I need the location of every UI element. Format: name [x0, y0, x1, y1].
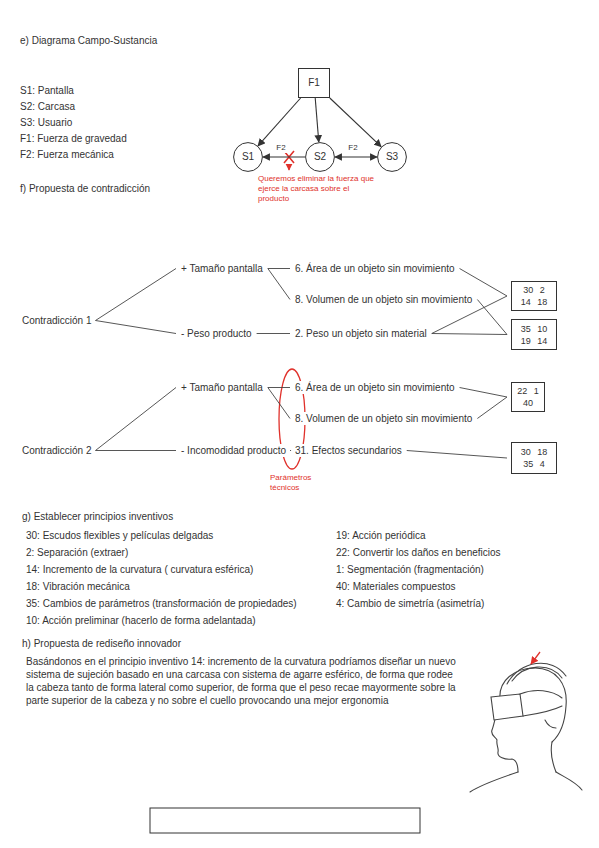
legend-note: F2: Fuerza mecánica	[20, 148, 114, 161]
tree-branch	[407, 451, 507, 459]
tree-branch	[268, 387, 290, 388]
principle-matrix-box: 30 1835 4	[511, 442, 557, 474]
node-text: 14 18	[521, 296, 548, 308]
tree-branch	[432, 334, 507, 335]
field-box: F1	[298, 68, 330, 98]
parameter-label: 8. Volumen de un objeto sin movimiento	[294, 293, 473, 306]
edge-label: F2	[275, 143, 286, 153]
section-heading: h) Propuesta de rediseño innovador	[22, 637, 181, 650]
circle-outline	[306, 143, 335, 172]
principle-item: 10: Acción preliminar (hacerlo de forma …	[26, 614, 256, 627]
empty-box	[150, 808, 420, 833]
tree-branch	[268, 269, 290, 300]
legend-note: S3: Usuario	[20, 116, 72, 129]
tree-branch	[95, 450, 176, 451]
force-arrow	[263, 156, 305, 157]
principle-item: 40: Materiales compuestos	[336, 580, 456, 593]
contradiction-label: Contradicción 1	[22, 314, 91, 327]
principle-item: 4: Cambio de simetría (asimetría)	[336, 597, 484, 610]
red-annotation: Parámetros técnicos	[270, 473, 340, 493]
principle-item: 22: Convertir los daños en beneficios	[336, 546, 501, 559]
section-heading: e) Diagrama Campo-Sustancia	[20, 34, 157, 47]
parameter-label: 8. Volumen de un objeto sin movimiento	[294, 412, 473, 425]
node-text: 22 1	[517, 385, 539, 397]
tree-branch	[257, 333, 290, 334]
red-pointer	[288, 164, 289, 170]
principle-item: 18: Vibración mecánica	[26, 580, 130, 593]
section-heading: g) Establecer principios inventivos	[22, 510, 173, 523]
node-text: 30 2	[523, 284, 545, 296]
substance-circle: S2	[305, 142, 335, 172]
tree-branch	[477, 300, 507, 335]
node-text: F1	[308, 77, 320, 89]
force-arrow	[258, 98, 301, 146]
substance-circle: S3	[377, 142, 407, 172]
section-heading: f) Propuesta de contradicción	[20, 182, 150, 195]
parameter-label: 2. Peso un objeto sin material	[294, 327, 428, 340]
tree-branch	[95, 388, 176, 451]
parameter-label: 6. Área de un objeto sin movimiento	[294, 381, 456, 394]
feature-label: + Tamaño pantalla	[180, 262, 264, 275]
force-arrow	[315, 98, 319, 142]
node-text: S3	[386, 151, 398, 163]
tree-branch	[460, 388, 507, 398]
node-text: 35 10	[521, 323, 548, 335]
legend-note: S2: Carcasa	[20, 100, 75, 113]
legend-note: F1: Fuerza de gravedad	[20, 132, 127, 145]
principle-item: 2: Separación (extraer)	[26, 546, 128, 559]
head-illustration	[470, 663, 582, 792]
tree-branch	[268, 388, 290, 419]
tree-branch	[268, 268, 290, 269]
principle-matrix-box: 22 140	[511, 382, 545, 412]
tree-branch	[95, 269, 176, 321]
parameter-label: 6. Área de un objeto sin movimiento	[294, 262, 456, 275]
circle-outline	[378, 143, 407, 172]
force-arrow	[330, 98, 381, 147]
node-text: 19 14	[521, 335, 548, 347]
feature-label: - Incomodidad producto	[180, 444, 287, 457]
contradiction-label: Contradicción 2	[22, 444, 91, 457]
node-text: 35 4	[523, 458, 545, 470]
tree-branch	[460, 269, 507, 297]
node-text: 40	[523, 397, 533, 409]
principle-item: 19: Acción periódica	[336, 529, 426, 542]
edge-label: F2	[347, 143, 358, 153]
force-arrow	[335, 156, 377, 157]
principle-matrix-box: 35 1019 14	[511, 319, 557, 350]
feature-label: + Tamaño pantalla	[180, 381, 264, 394]
principle-matrix-box: 30 214 18	[511, 281, 557, 311]
feature-label: - Peso producto	[180, 327, 253, 340]
principle-item: 35: Cambios de parámetros (transformació…	[26, 597, 297, 610]
tree-branch	[290, 450, 291, 451]
red-pointer	[531, 652, 540, 664]
tree-branch	[95, 321, 176, 334]
node-text: S2	[314, 151, 326, 163]
tree-branch	[477, 397, 507, 419]
principle-item: 14: Incremento de la curvatura ( curvatu…	[26, 563, 253, 576]
node-text: 30 18	[521, 446, 548, 458]
node-text: S1	[242, 151, 254, 163]
red-annotation: Queremos eliminar la fuerza que ejerce l…	[258, 174, 380, 204]
principle-item: 1: Segmentación (fragmentación)	[336, 563, 484, 576]
circle-outline	[234, 143, 263, 172]
paragraph: Basándonos en el principio inventivo 14:…	[26, 655, 456, 707]
principle-item: 30: Escudos flexibles y películas delgad…	[26, 529, 213, 542]
parameter-label: 31. Efectos secundarios	[294, 444, 403, 457]
substance-circle: S1	[233, 142, 263, 172]
legend-note: S1: Pantalla	[20, 84, 74, 97]
